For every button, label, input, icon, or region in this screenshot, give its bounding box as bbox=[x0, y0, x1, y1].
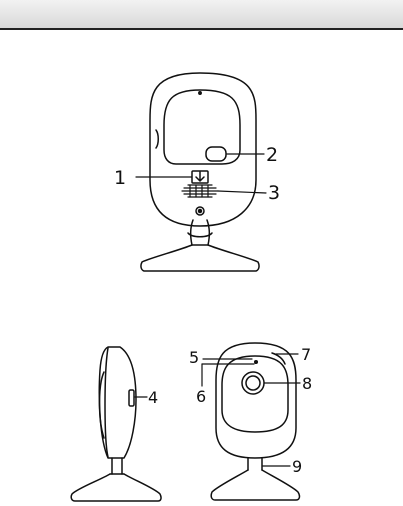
stand-base bbox=[141, 245, 259, 271]
callout-3: 3 bbox=[268, 182, 280, 204]
callout-1: 1 bbox=[114, 167, 126, 189]
camera-side-view bbox=[71, 347, 161, 501]
micro-sd-slot bbox=[129, 390, 134, 406]
callout-4: 4 bbox=[148, 388, 158, 407]
reset-button bbox=[206, 147, 226, 161]
callout-2: 2 bbox=[266, 144, 278, 166]
callout-7: 7 bbox=[301, 345, 311, 364]
camera-front-view bbox=[202, 343, 300, 500]
callout-9: 9 bbox=[292, 457, 302, 476]
speaker-grille bbox=[182, 185, 218, 197]
callout-5: 5 bbox=[189, 348, 199, 367]
camera-back-view bbox=[136, 73, 266, 271]
stand-neck bbox=[191, 220, 210, 245]
callout-6: 6 bbox=[196, 387, 206, 406]
callout-8: 8 bbox=[302, 374, 312, 393]
back-panel bbox=[164, 90, 240, 164]
